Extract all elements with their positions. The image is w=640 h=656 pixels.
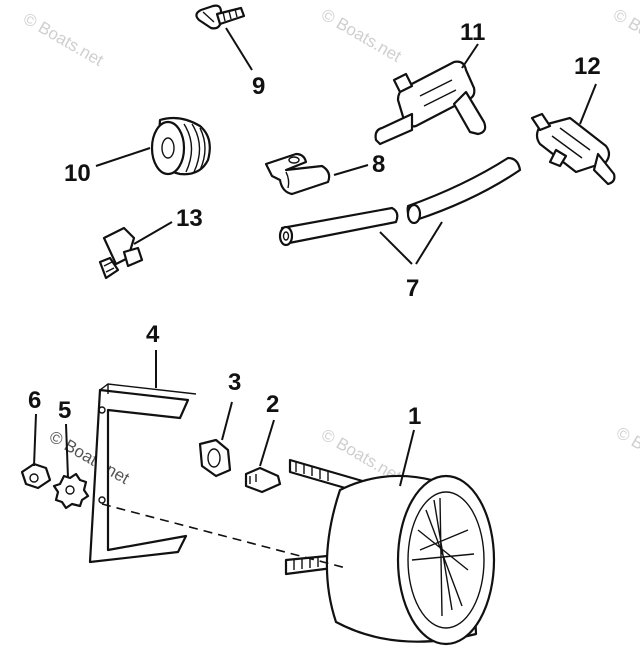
leader-3 [221,401,233,441]
part-11-tee-fitting [374,60,487,146]
part-2-bulb [244,466,282,494]
callout-8: 8 [372,151,385,178]
part-3-lamp-socket [198,438,232,478]
callout-4: 4 [146,321,160,348]
callout-2: 2 [266,391,279,418]
leader-6 [33,413,37,467]
part-4-bracket [88,383,197,564]
leader-11 [461,43,479,69]
part-7-hose [278,156,522,247]
leader-8 [333,164,369,176]
mounting-line [101,503,347,569]
leader-7a [379,231,413,265]
leader-1 [399,429,415,487]
leader-5 [65,423,69,479]
callout-1: 1 [408,403,421,430]
watermark-top-center: © Boats.net [318,5,405,66]
callout-10: 10 [64,160,91,187]
leader-10 [95,147,151,167]
callout-7: 7 [406,275,419,302]
leader-2 [259,419,275,467]
leader-13 [133,221,173,245]
callout-12: 12 [574,53,601,80]
watermark-mid-right: © Boats.net [613,423,640,484]
callout-13: 13 [176,205,203,232]
watermark-top-left: © Boats.net [20,9,107,70]
callout-6: 6 [28,387,41,414]
part-10-grommet [150,116,211,176]
part-12-fitting [530,112,616,186]
leader-12 [579,83,597,125]
leader-9 [225,27,253,71]
part-1-gauge [284,458,496,646]
callout-9: 9 [252,73,265,100]
part-9-screw [195,4,246,30]
callout-5: 5 [58,397,71,424]
watermark-mid-left: © Boats.net [46,427,133,488]
part-5-lock-washer [52,472,90,510]
callout-11: 11 [460,19,485,46]
watermark-top-right: © Boats.net [610,5,640,66]
part-6-nut [20,462,52,490]
part-13-elbow-fitting [98,226,144,280]
callout-3: 3 [228,369,241,396]
part-8-clip [264,152,331,196]
leader-7b [415,221,443,265]
